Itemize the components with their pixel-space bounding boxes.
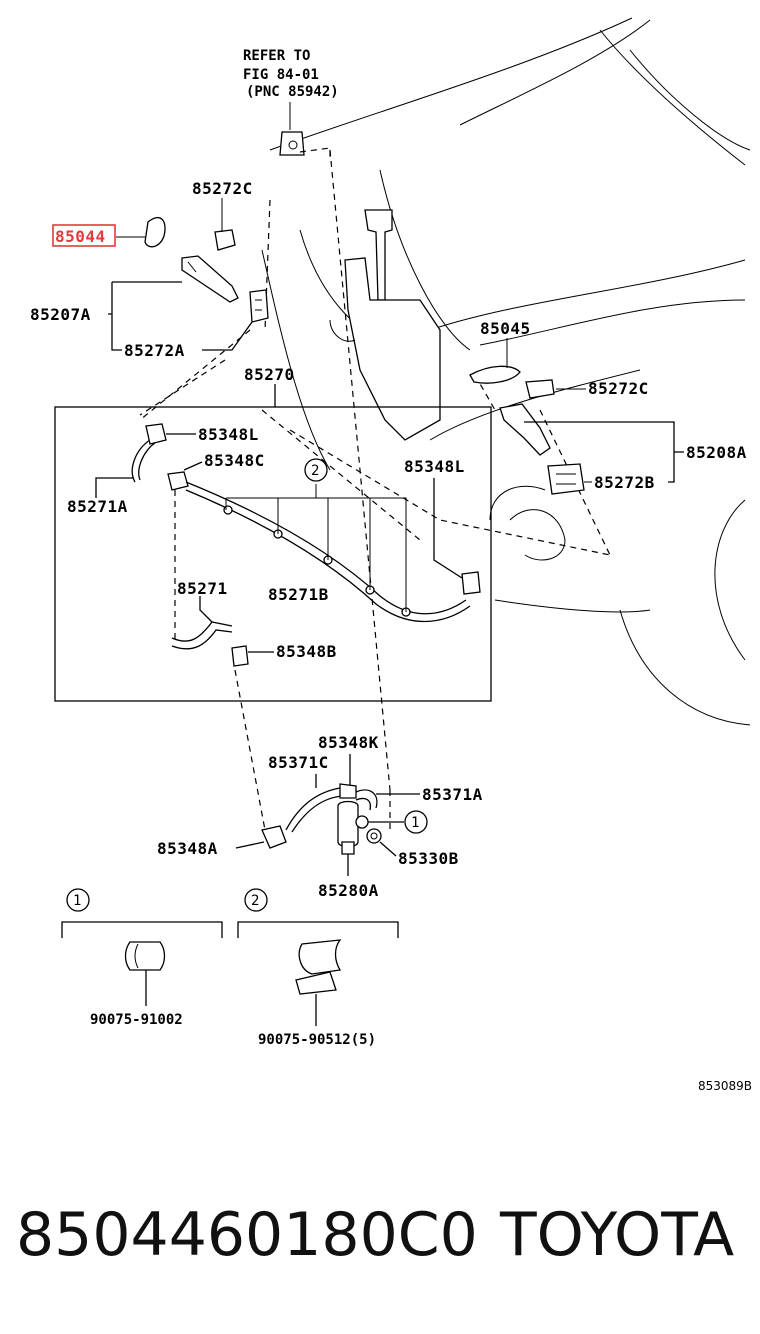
vehicle-body-outline bbox=[261, 17, 751, 726]
label-85207a: 85207A bbox=[30, 305, 91, 324]
refer-text-3: (PNC 85942) bbox=[246, 84, 339, 100]
callout-2-upper: 2 bbox=[311, 463, 319, 479]
label-85044: 85044 bbox=[55, 227, 106, 246]
clip-85272b bbox=[547, 463, 592, 495]
cap-85044 bbox=[116, 217, 166, 248]
refer-text-2: FIG 84-01 bbox=[243, 67, 319, 83]
label-85272a: 85272A bbox=[124, 341, 185, 360]
hose-85271b bbox=[185, 481, 471, 623]
caption-bar: 8504460180C0 TOYOTA bbox=[0, 1190, 760, 1280]
hose-85371c bbox=[285, 783, 357, 833]
connector-85348c bbox=[167, 461, 203, 491]
connector-85348a bbox=[235, 825, 287, 849]
clamp-90075-91002 bbox=[124, 941, 166, 1006]
label-85271b: 85271B bbox=[268, 585, 329, 604]
label-85271a: 85271A bbox=[67, 497, 128, 516]
label-85348l-top: 85348L bbox=[198, 425, 259, 444]
label-85371c: 85371C bbox=[268, 753, 329, 772]
hose-85271 bbox=[171, 621, 233, 650]
figure-ref-code: 853089B bbox=[698, 1079, 752, 1093]
label-85348k: 85348K bbox=[318, 733, 379, 752]
legend-circle-2 bbox=[244, 888, 268, 912]
cap-85045 bbox=[469, 338, 521, 384]
clip-85272a bbox=[249, 289, 269, 323]
part-number-text: 8504460180C0 bbox=[16, 1200, 478, 1270]
connector-85348l-right bbox=[433, 478, 481, 595]
nozzle-85207a bbox=[181, 255, 239, 303]
label-85348a: 85348A bbox=[157, 839, 218, 858]
legend-circle-1 bbox=[66, 888, 90, 912]
clip-85272c-top bbox=[214, 198, 236, 251]
clip-85272c-right bbox=[525, 379, 586, 399]
hose-85271a bbox=[131, 423, 167, 483]
connector-85348b bbox=[231, 645, 274, 667]
hose-assembly-box bbox=[54, 406, 492, 702]
washer-reservoir bbox=[329, 209, 441, 441]
legend-1: 1 bbox=[73, 893, 81, 909]
label-90075-90512: 90075-90512(5) bbox=[258, 1032, 376, 1048]
legend-2: 2 bbox=[251, 893, 259, 909]
bracket-part bbox=[279, 131, 305, 156]
callout-circle-1-detail bbox=[404, 810, 428, 834]
label-85348l-right: 85348L bbox=[404, 457, 465, 476]
brand-text: TOYOTA bbox=[500, 1200, 735, 1270]
label-85271: 85271 bbox=[177, 579, 228, 598]
callout-circle-2-upper bbox=[304, 458, 328, 482]
label-85330b: 85330B bbox=[398, 849, 459, 868]
label-85272b: 85272B bbox=[594, 473, 655, 492]
highlight-box-85044 bbox=[52, 224, 116, 247]
hose-85371a bbox=[355, 789, 378, 811]
refer-text-1: REFER TO bbox=[243, 48, 310, 64]
label-85272c-top: 85272C bbox=[192, 179, 253, 198]
nozzle-85208a bbox=[499, 403, 551, 456]
label-85371a: 85371A bbox=[422, 785, 483, 804]
parts-diagram: REFER TO FIG 84-01 (PNC 85942) 85272C 85… bbox=[30, 17, 752, 1093]
label-85270: 85270 bbox=[244, 365, 295, 384]
label-85272c-right: 85272C bbox=[588, 379, 649, 398]
pump-85280a bbox=[337, 800, 359, 876]
label-85045: 85045 bbox=[480, 319, 531, 338]
clamp-90075-90512 bbox=[295, 939, 342, 1026]
callout-1-detail: 1 bbox=[411, 815, 419, 831]
label-85208a: 85208A bbox=[686, 443, 747, 462]
dashed-leaders bbox=[139, 147, 611, 831]
label-85348c: 85348C bbox=[204, 451, 265, 470]
label-90075-91002: 90075-91002 bbox=[90, 1012, 183, 1028]
grommet-85330b bbox=[355, 815, 404, 857]
label-85348b: 85348B bbox=[276, 642, 337, 661]
label-85280a: 85280A bbox=[318, 881, 379, 900]
